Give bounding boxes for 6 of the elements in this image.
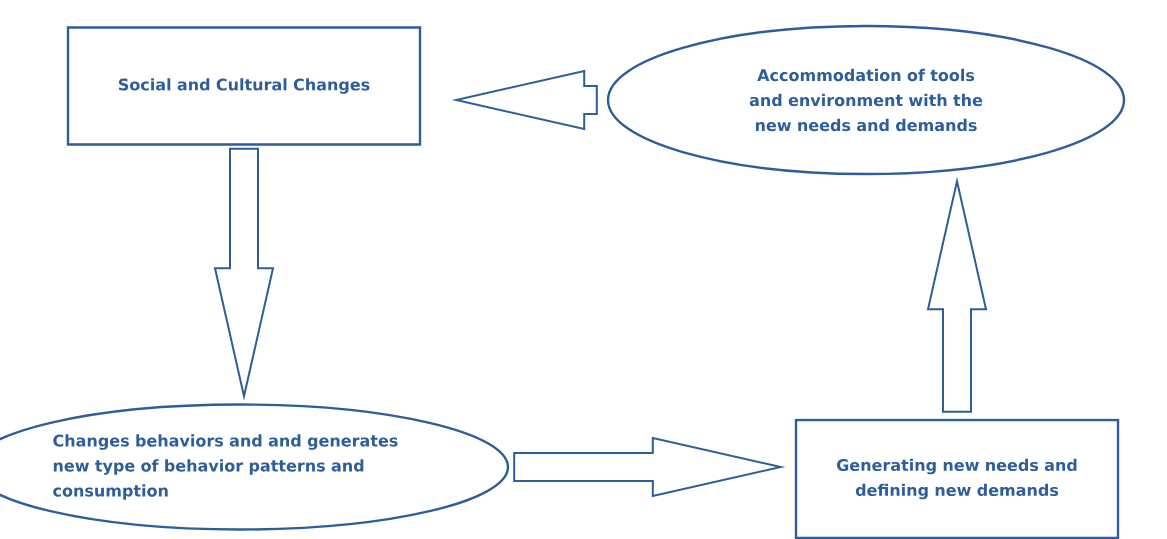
block-arrow xyxy=(213,147,275,401)
block-arrow xyxy=(513,436,786,498)
block-arrow xyxy=(926,176,988,413)
block-arrow xyxy=(451,69,598,131)
process-box: Social and Cultural Changes xyxy=(66,26,422,146)
process-box: Generating new needs and defining new demands xyxy=(794,418,1120,539)
